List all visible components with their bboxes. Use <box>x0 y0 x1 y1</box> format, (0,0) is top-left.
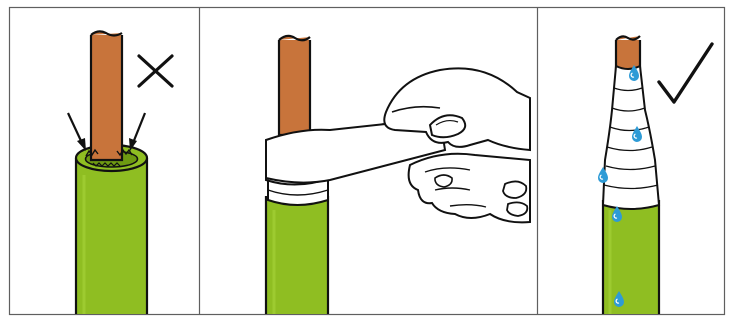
panel-wrapping-tape <box>264 34 531 314</box>
lower-fingernail-2 <box>506 201 529 217</box>
green-insulation-tube <box>601 200 661 314</box>
copper-pipe <box>89 35 124 162</box>
checkmark-icon <box>657 42 714 104</box>
upper-thumbnail <box>428 114 467 139</box>
tape-strip <box>265 116 447 184</box>
green-insulation-tube <box>264 196 330 314</box>
lower-hand <box>407 152 531 224</box>
right-arrow <box>129 112 147 151</box>
upper-hand <box>383 67 531 152</box>
copper-pipe <box>614 40 642 72</box>
panel-correct-taping <box>597 35 714 314</box>
cross-icon <box>137 54 174 88</box>
green-insulation-tube <box>74 158 149 314</box>
panel-wrong-insulation-fit <box>67 30 174 314</box>
lower-fingernail-3 <box>434 174 453 188</box>
left-arrow <box>67 112 86 151</box>
copper-pipe <box>277 40 312 137</box>
lower-fingernail-1 <box>502 180 528 199</box>
